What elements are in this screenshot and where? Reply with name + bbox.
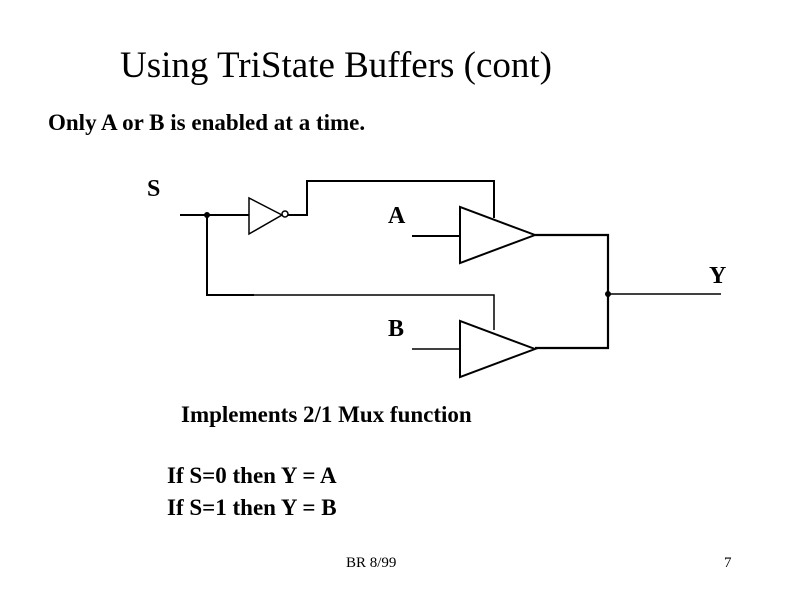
footer-author-date: BR 8/99 [346,555,397,571]
truth-line-1: If S=0 then Y = A [167,463,337,488]
label-a: A [388,203,406,229]
slide-subtitle: Only A or B is enabled at a time. [48,110,366,135]
enable-b-wire-cont [254,294,495,330]
inverter-gate [248,196,284,236]
label-s: S [147,176,161,202]
enable-b-wire [206,215,254,296]
output-bus-wire [535,233,610,350]
slide-title: Using TriState Buffers (cont) [120,45,553,86]
footer-page-number: 7 [724,555,732,571]
truth-line-2: If S=1 then Y = B [167,495,337,520]
label-y: Y [709,263,727,289]
label-b: B [388,316,405,342]
tristate-buffer-b [459,319,538,379]
enable-a-wire [288,180,495,218]
inverter-bubble [281,210,289,218]
caption: Implements 2/1 Mux function [181,402,472,427]
tristate-buffer-a [459,205,538,265]
y-junction-dot [605,291,611,297]
